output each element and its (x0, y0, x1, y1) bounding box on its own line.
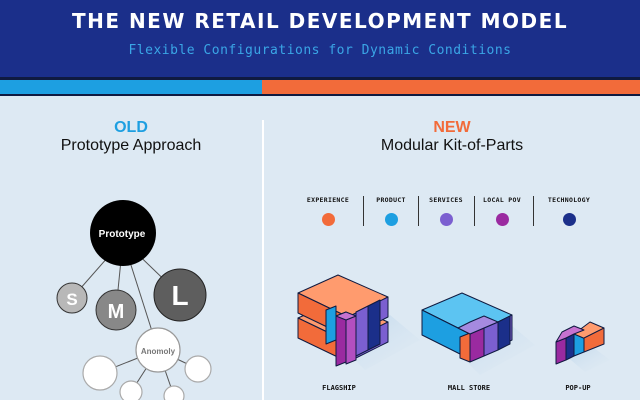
anomaly-node (135, 327, 181, 373)
prototype-node-label: Prototype (99, 229, 146, 240)
new-column-heading: NEW Modular Kit-of-Parts (264, 119, 640, 155)
medium-node (95, 289, 137, 331)
pop-up-label: POP-UP (565, 384, 591, 392)
flagship-module (297, 274, 420, 370)
mall-store-module (421, 292, 535, 375)
page-subtitle: Flexible Configurations for Dynamic Cond… (128, 43, 512, 58)
legend-item-technology: TECHNOLOGY (538, 196, 600, 226)
legend-item-product: PRODUCT (363, 196, 419, 226)
mall-store-label: MALL STORE (447, 384, 491, 392)
legend-dot (562, 213, 576, 226)
large-node (153, 268, 207, 322)
new-approach-name: Modular Kit-of-Parts (380, 137, 524, 154)
old-column-heading: OLD Prototype Approach (0, 119, 262, 155)
pop-up-module (555, 321, 610, 372)
legend-divider (363, 196, 364, 226)
flagship-label: FLAGSHIP (322, 384, 356, 392)
legend-dot (321, 213, 335, 226)
legend-label: PRODUCT (376, 196, 406, 204)
page-title: THE NEW RETAIL DEVELOPMENT MODEL (71, 9, 569, 33)
legend-label: EXPERIENCE (306, 196, 350, 204)
column-separator (262, 120, 264, 400)
header-banner: THE NEW RETAIL DEVELOPMENT MODEL Flexibl… (0, 0, 640, 77)
legend-dot (439, 213, 453, 226)
anomaly-child-node (184, 355, 212, 383)
large-node-label: L (171, 280, 188, 311)
old-approach-name: Prototype Approach (60, 137, 202, 154)
prototype-node (90, 200, 156, 266)
legend-divider (418, 196, 419, 226)
legend-divider (533, 196, 534, 226)
legend-label: TECHNOLOGY (547, 196, 591, 204)
bar-divider (0, 94, 640, 96)
small-node-label: S (66, 290, 77, 309)
legend-item-experience: EXPERIENCE (300, 196, 356, 226)
anomaly-child-node (82, 355, 118, 391)
small-node (56, 282, 88, 314)
anomaly-node-label: Anomoly (141, 347, 176, 356)
legend-dot (384, 213, 398, 226)
legend-label: SERVICES (429, 196, 463, 204)
legend-label: LOCAL POV (483, 196, 521, 204)
old-tag: OLD (114, 119, 148, 136)
medium-node-label: M (108, 301, 125, 323)
header-divider (0, 77, 640, 80)
legend-dot (495, 213, 509, 226)
old-color-bar (0, 80, 262, 94)
legend-divider (474, 196, 475, 226)
legend-item-local-pov: LOCAL POV (474, 196, 530, 226)
legend-item-services: SERVICES (418, 196, 474, 226)
module-legend: EXPERIENCE PRODUCT SERVICES LOCAL POV TE… (300, 196, 612, 236)
prototype-tree-diagram: Prototype S M L Anomoly (56, 200, 212, 400)
new-color-bar (262, 80, 640, 94)
anomaly-child-node (163, 385, 185, 400)
anomaly-child-node (119, 380, 143, 400)
new-tag: NEW (433, 119, 471, 136)
